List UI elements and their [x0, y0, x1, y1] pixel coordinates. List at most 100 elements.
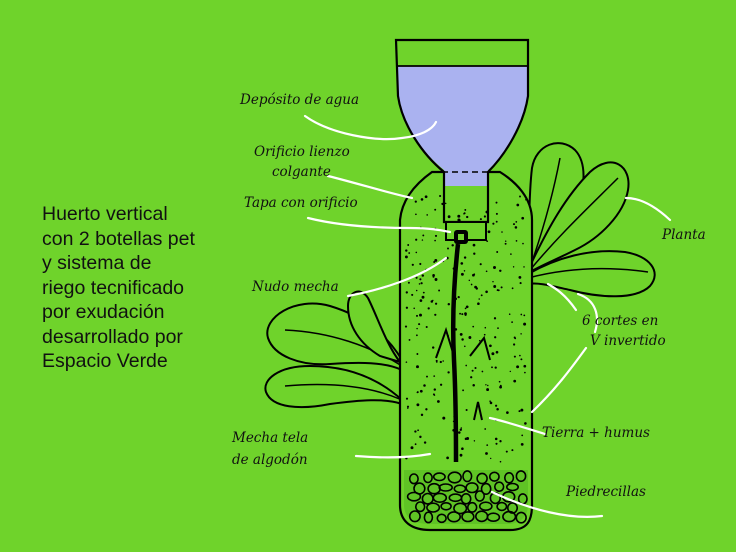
soil-dot	[414, 430, 417, 433]
soil-dot	[483, 215, 486, 218]
soil-dot	[520, 313, 523, 316]
label-nudo: Nudo mecha	[251, 279, 339, 295]
soil-dot	[405, 397, 409, 400]
soil-dot	[512, 266, 515, 268]
soil-dot	[494, 336, 497, 339]
soil-dot	[493, 317, 497, 320]
pebble	[504, 471, 515, 484]
wick	[450, 243, 461, 463]
label-mecha-line1: Mecha tela	[231, 430, 308, 446]
soil-dot	[472, 383, 475, 387]
soil-dot	[504, 242, 507, 245]
soil-dot	[495, 404, 498, 407]
soil-dot	[463, 270, 466, 272]
soil-dot	[520, 333, 522, 335]
pebble	[438, 483, 454, 492]
pebble	[496, 501, 508, 512]
soil-dot	[495, 201, 498, 204]
soil-dot	[424, 195, 428, 199]
soil-dot	[520, 358, 523, 361]
soil-dot	[513, 355, 516, 358]
soil-dot	[493, 266, 496, 269]
soil-dot	[486, 444, 489, 446]
soil-dot	[420, 198, 424, 201]
soil-dot	[468, 336, 472, 339]
soil-dot	[464, 313, 467, 316]
water	[397, 66, 528, 186]
pebble	[406, 491, 422, 502]
soil-dot	[498, 380, 501, 383]
soil-dot	[459, 453, 463, 457]
soil-dot	[494, 366, 497, 369]
soil-dot	[435, 361, 438, 363]
soil-dot	[434, 239, 436, 242]
soil-dot	[465, 364, 468, 367]
pebble	[447, 471, 462, 484]
pebble	[423, 472, 433, 484]
soil-dot	[470, 376, 473, 379]
soil-dot	[501, 231, 503, 233]
soil-dot	[411, 263, 414, 266]
soil-dot	[446, 456, 449, 460]
soil-dot	[414, 200, 417, 203]
soil-dot	[466, 437, 470, 440]
soil-dot	[493, 285, 497, 288]
soil-dot	[421, 239, 424, 241]
soil-dot	[514, 337, 517, 340]
pebble	[478, 501, 493, 512]
soil-dot	[416, 365, 419, 369]
soil-dot	[491, 366, 493, 369]
soil-dot	[465, 305, 469, 309]
soil-dot	[515, 221, 518, 223]
soil-dot	[524, 371, 526, 374]
soil-dot	[470, 283, 473, 286]
soil-dot	[508, 313, 511, 315]
pebble	[460, 492, 472, 505]
soil-dot	[489, 344, 492, 348]
pebbles	[406, 470, 528, 524]
soil-dot	[492, 280, 494, 283]
soil-dot	[425, 408, 428, 411]
soil-dot	[506, 411, 509, 414]
soil-dot	[473, 252, 476, 255]
soil-dot	[485, 290, 488, 294]
soil-dot	[423, 384, 426, 387]
soil-dot	[447, 371, 450, 374]
soil-dot	[405, 291, 408, 294]
soil-dot	[497, 327, 499, 329]
left-plant	[264, 290, 403, 409]
soil-dot	[442, 360, 444, 362]
pebble	[453, 502, 468, 515]
soil-dot	[463, 213, 465, 215]
soil-dot	[512, 343, 516, 346]
soil-dot	[439, 360, 442, 364]
soil-dot	[509, 370, 512, 373]
soil-dot	[461, 338, 464, 341]
pebble	[488, 471, 500, 482]
soil-dot	[460, 262, 464, 265]
soil-dot	[460, 427, 463, 429]
soil-dot	[520, 408, 524, 412]
soil-dot	[420, 282, 423, 285]
soil-dot	[415, 289, 418, 292]
leader-lines	[303, 114, 672, 518]
soil-dot	[432, 393, 435, 396]
soil-dot	[521, 434, 524, 437]
pebble	[426, 502, 441, 513]
soil-dot	[423, 441, 427, 444]
soil-dot	[419, 278, 422, 281]
soil-dot	[474, 366, 477, 370]
soil-dot	[516, 203, 520, 207]
soil-dot	[439, 194, 442, 198]
soil-dot	[490, 457, 492, 460]
pebble	[408, 473, 419, 485]
soil-dot	[411, 293, 414, 296]
soil-dot	[459, 312, 462, 315]
lower-bottle	[398, 170, 534, 532]
soil-dot	[433, 388, 437, 391]
soil-dot	[419, 299, 423, 302]
soil-dot	[472, 243, 476, 247]
soil-dot	[464, 345, 466, 348]
soil-dot	[413, 307, 415, 310]
soil-dot	[447, 302, 451, 306]
